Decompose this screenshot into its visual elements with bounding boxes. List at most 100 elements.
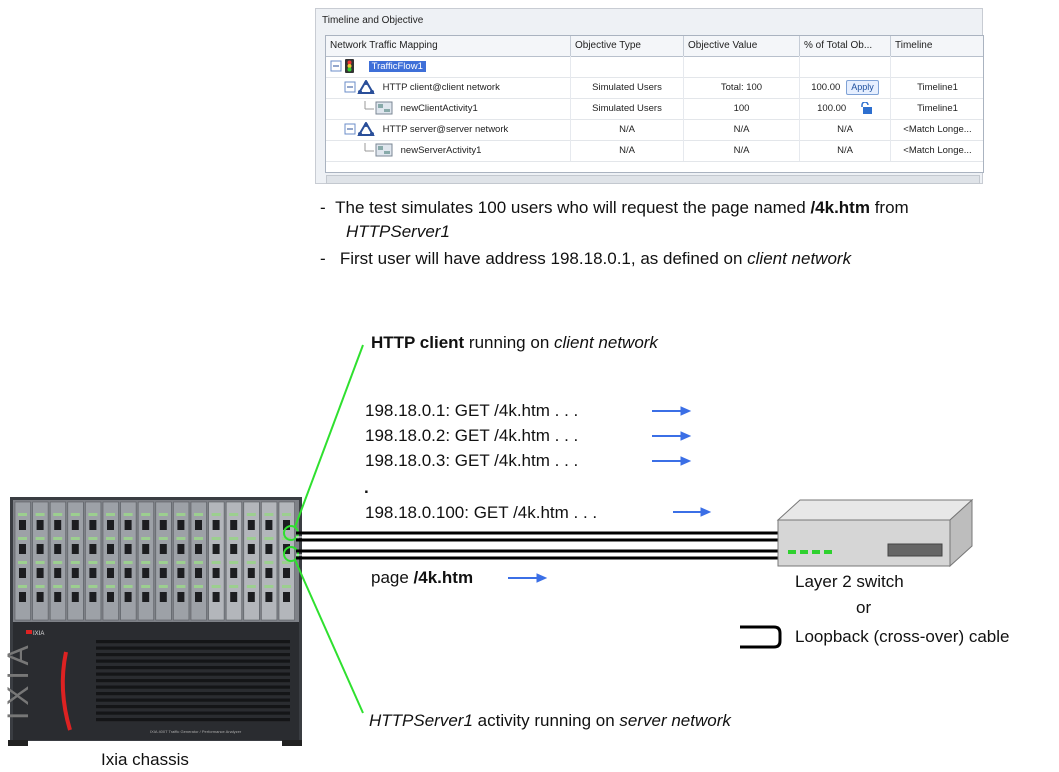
- or-label: or: [856, 598, 872, 617]
- chassis-led: [35, 513, 45, 516]
- http-server-label: HTTP server@server network: [382, 124, 509, 135]
- table-header: Network Traffic Mapping Objective Type O…: [326, 36, 983, 57]
- chassis-port: [107, 592, 114, 602]
- chassis-led: [18, 561, 27, 564]
- server-activity-label: newServerActivity1: [400, 145, 482, 156]
- chassis-vent: [96, 685, 290, 689]
- chassis-led: [70, 537, 80, 540]
- note-2: - First user will have address 198.18.0.…: [320, 249, 852, 268]
- traffic-mapping-table: Network Traffic Mapping Objective Type O…: [325, 35, 984, 173]
- chassis-port: [19, 520, 26, 530]
- chassis-led: [246, 513, 256, 516]
- svg-text:IXIA 400T Traffic Generator /: IXIA 400T Traffic Generator / Performanc…: [150, 729, 242, 734]
- chassis-port: [212, 520, 220, 530]
- chassis-port: [265, 568, 273, 578]
- chassis-port: [195, 592, 202, 602]
- chassis-port: [54, 568, 62, 578]
- chassis-led: [246, 561, 256, 564]
- chassis-label: Ixia chassis: [101, 750, 189, 769]
- unlock-icon[interactable]: [859, 101, 873, 115]
- chassis-vent: [96, 711, 290, 715]
- chassis-port: [89, 568, 97, 578]
- chassis-port: [19, 544, 26, 554]
- horizontal-scrollbar[interactable]: [326, 175, 980, 184]
- chassis-vent: [96, 653, 290, 657]
- chassis-port: [230, 568, 238, 578]
- layer2-switch: [776, 498, 974, 568]
- chassis-led: [194, 585, 203, 588]
- chassis-led: [123, 513, 133, 516]
- cable-server: [296, 549, 780, 560]
- note-1: - The test simulates 100 users who will …: [320, 198, 909, 217]
- chassis-port: [54, 520, 62, 530]
- switch-label: Layer 2 switch: [795, 572, 904, 591]
- table-row[interactable]: HTTP server@server network N/A N/A N/A <…: [326, 119, 983, 141]
- chassis-led: [123, 585, 133, 588]
- chassis-led: [176, 537, 186, 540]
- chassis-port: [142, 544, 150, 554]
- table-row[interactable]: newServerActivity1 N/A N/A N/A <Match Lo…: [326, 140, 983, 162]
- chassis-port: [212, 568, 220, 578]
- chassis-led: [70, 585, 80, 588]
- chassis-led: [88, 537, 98, 540]
- chassis-led: [141, 561, 151, 564]
- table-row[interactable]: newClientActivity1 Simulated Users 100 1…: [326, 98, 983, 120]
- chassis-led: [106, 561, 115, 564]
- chassis-port: [247, 592, 255, 602]
- chassis-led: [141, 537, 151, 540]
- chassis-led: [158, 585, 168, 588]
- chassis-port: [283, 520, 290, 530]
- chassis-led: [229, 561, 239, 564]
- chassis-port: [177, 544, 185, 554]
- col-network-traffic-mapping[interactable]: Network Traffic Mapping: [326, 36, 571, 56]
- chassis-led: [282, 513, 291, 516]
- chassis-led: [176, 561, 186, 564]
- request-arrows: [508, 406, 712, 583]
- chassis-led: [53, 513, 63, 516]
- server-port-highlight: [283, 546, 299, 562]
- chassis-led: [35, 561, 45, 564]
- chassis-port: [265, 544, 273, 554]
- collapse-icon[interactable]: [330, 59, 366, 74]
- table-row[interactable]: TrafficFlow1: [326, 56, 983, 78]
- chassis-port: [124, 592, 132, 602]
- chassis-port: [159, 592, 167, 602]
- chassis-led: [18, 585, 27, 588]
- page-label: page /4k.htm: [371, 568, 474, 587]
- chassis-port: [54, 592, 62, 602]
- col-timeline[interactable]: Timeline: [891, 36, 983, 56]
- col-objective-value[interactable]: Objective Value: [684, 36, 800, 56]
- svg-text:IXIA: IXIA: [33, 631, 44, 637]
- chassis-vent: [96, 679, 290, 683]
- apply-button[interactable]: Apply: [846, 80, 879, 95]
- chassis-port: [54, 544, 62, 554]
- chassis-led: [264, 513, 274, 516]
- chassis-led: [35, 585, 45, 588]
- server-label: HTTPServer1 activity running on server n…: [369, 711, 731, 730]
- client-activity-label: newClientActivity1: [400, 103, 478, 114]
- chassis-port: [124, 544, 132, 554]
- col-objective-type[interactable]: Objective Type: [571, 36, 684, 56]
- chassis-led: [70, 561, 80, 564]
- chassis-port: [89, 544, 97, 554]
- col-percent-total[interactable]: % of Total Ob...: [800, 36, 891, 56]
- chassis-port: [177, 568, 185, 578]
- chassis-led: [246, 537, 256, 540]
- chassis-led: [53, 585, 63, 588]
- table-row[interactable]: HTTP client@client network Simulated Use…: [326, 77, 983, 99]
- chassis-port: [265, 592, 273, 602]
- chassis-port: [230, 544, 238, 554]
- chassis-port: [124, 520, 132, 530]
- chassis-led: [18, 537, 27, 540]
- chassis-led: [141, 585, 151, 588]
- chassis-led: [106, 585, 115, 588]
- cable-client: [296, 531, 780, 542]
- chassis-led: [194, 537, 203, 540]
- chassis-led: [282, 561, 291, 564]
- chassis-led: [211, 537, 221, 540]
- chassis-port: [36, 568, 44, 578]
- trafficflow-label[interactable]: TrafficFlow1: [368, 61, 426, 72]
- chassis-port: [283, 592, 290, 602]
- chassis-led: [88, 513, 98, 516]
- chassis-led: [211, 513, 221, 516]
